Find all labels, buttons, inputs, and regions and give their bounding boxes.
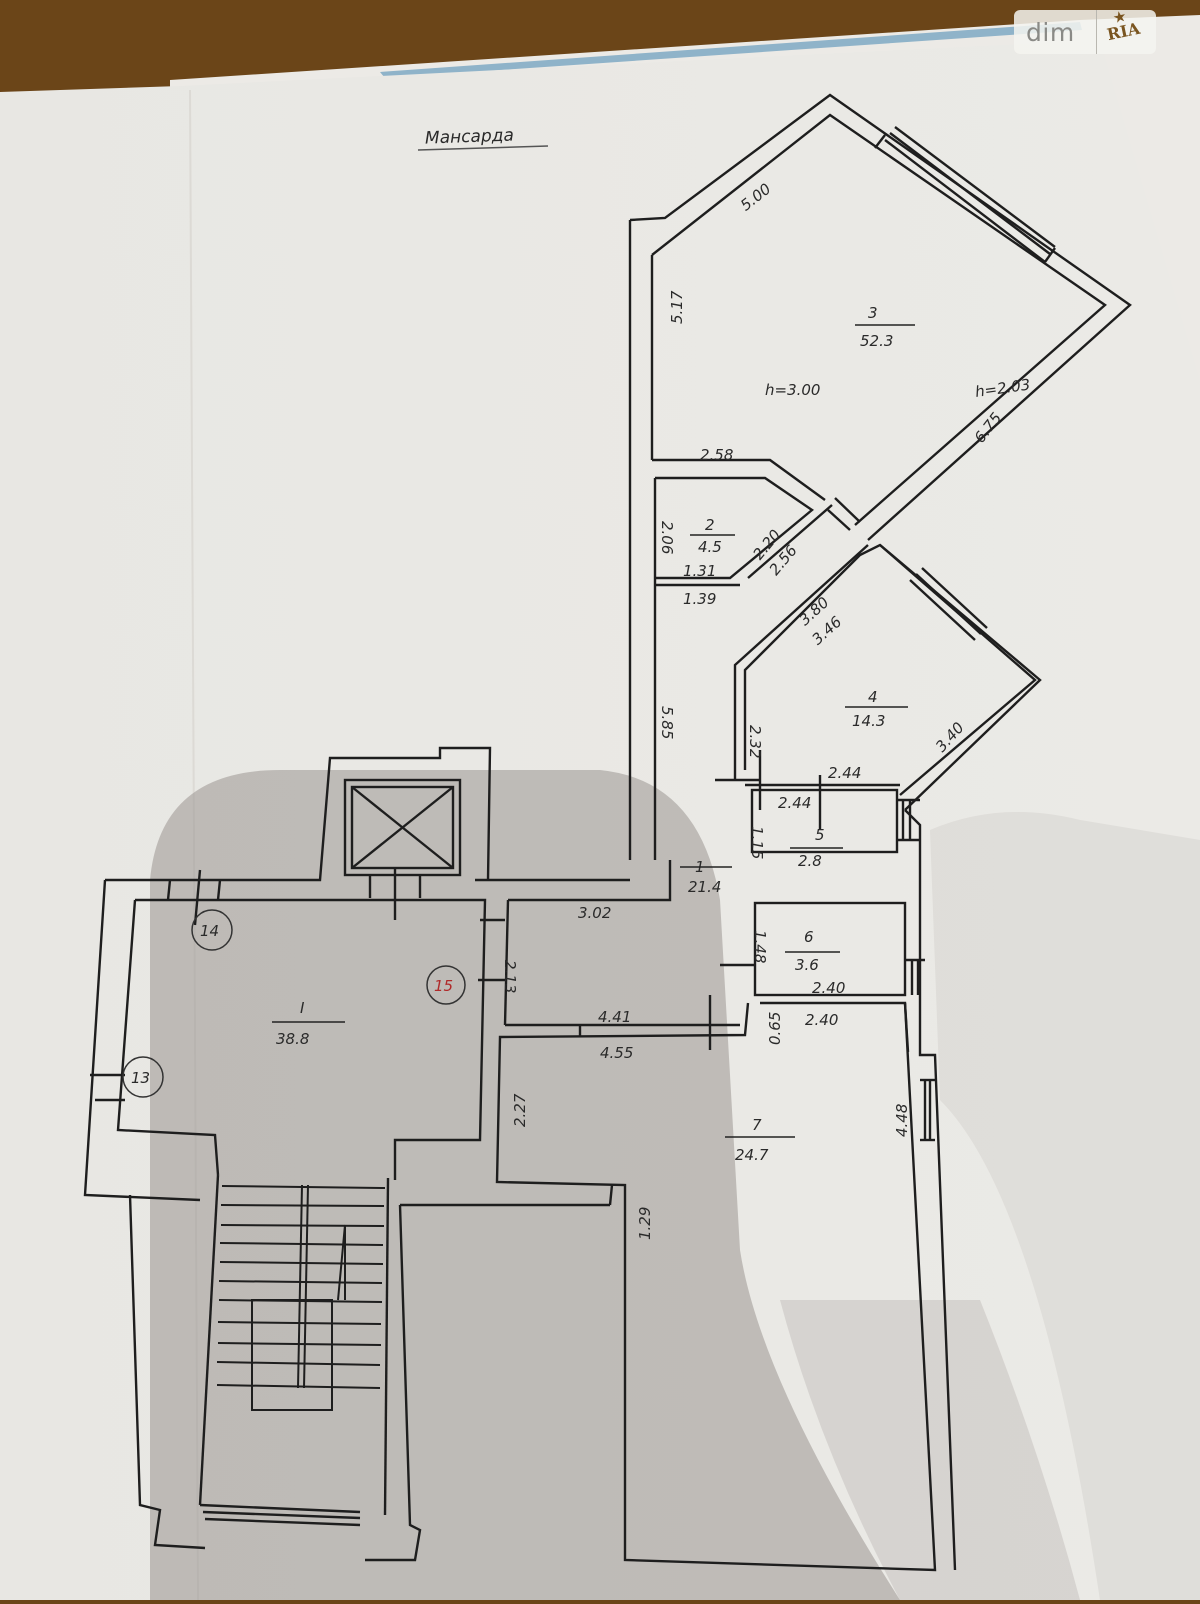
svg-text:4.55: 4.55 bbox=[600, 1044, 633, 1062]
star-icon: ★ bbox=[1112, 8, 1128, 26]
svg-text:2.06: 2.06 bbox=[658, 521, 676, 554]
watermark-divider bbox=[1096, 10, 1097, 54]
svg-text:1.15: 1.15 bbox=[748, 826, 766, 859]
room-5-label: 52.8 bbox=[790, 826, 843, 870]
svg-text:I: I bbox=[300, 999, 305, 1017]
svg-text:13: 13 bbox=[131, 1069, 150, 1087]
svg-text:5: 5 bbox=[815, 826, 825, 844]
marker-13: 13 bbox=[122, 1056, 164, 1098]
room-3-label: 352.3 bbox=[855, 304, 915, 350]
svg-text:2.27: 2.27 bbox=[511, 1093, 529, 1127]
walls bbox=[83, 93, 1132, 1572]
marker-14: 14 bbox=[191, 909, 233, 951]
room-3-height-a: h=3.00 bbox=[765, 381, 820, 399]
svg-text:2.32: 2.32 bbox=[746, 725, 764, 758]
room-I-label: I 38.8 bbox=[272, 999, 345, 1048]
svg-text:14.3: 14.3 bbox=[852, 712, 885, 730]
svg-text:1.31: 1.31 bbox=[683, 562, 716, 580]
plan-title: Мансарда bbox=[425, 125, 515, 148]
room-1-label: 121.4 bbox=[680, 858, 732, 896]
svg-text:4.5: 4.5 bbox=[698, 538, 722, 556]
svg-text:5.85: 5.85 bbox=[658, 706, 676, 739]
svg-text:3: 3 bbox=[868, 304, 878, 322]
hand-shadow bbox=[150, 770, 1200, 1600]
svg-text:3.02: 3.02 bbox=[578, 904, 611, 922]
svg-text:5.17: 5.17 bbox=[668, 290, 686, 324]
svg-text:15: 15 bbox=[434, 977, 453, 995]
room-7-label: 724.7 bbox=[725, 1116, 795, 1164]
svg-text:2.44: 2.44 bbox=[778, 794, 811, 812]
svg-text:52.3: 52.3 bbox=[860, 332, 893, 350]
svg-text:24.7: 24.7 bbox=[735, 1146, 769, 1164]
svg-text:4: 4 bbox=[868, 688, 878, 706]
room-4-label: 414.3 bbox=[845, 688, 908, 730]
svg-text:4.41: 4.41 bbox=[598, 1008, 631, 1026]
room-2-label: 24.5 bbox=[690, 516, 735, 556]
stairs bbox=[216, 1184, 386, 1411]
svg-text:38.8: 38.8 bbox=[276, 1030, 309, 1048]
blue-stripe bbox=[380, 22, 1082, 78]
svg-text:2.40: 2.40 bbox=[812, 979, 845, 997]
svg-text:21.4: 21.4 bbox=[688, 878, 721, 896]
marker-15: 15 bbox=[426, 965, 466, 1005]
svg-text:1.48: 1.48 bbox=[751, 930, 769, 963]
svg-text:2: 2 bbox=[705, 516, 715, 534]
room-labels: 352.3 h=3.00 h=2.03 24.5 414.3 52.8 63.6… bbox=[272, 304, 1031, 1164]
svg-text:6: 6 bbox=[804, 928, 814, 946]
svg-text:2.40: 2.40 bbox=[805, 1011, 838, 1029]
svg-text:1.39: 1.39 bbox=[683, 590, 716, 608]
svg-text:2.8: 2.8 bbox=[798, 852, 822, 870]
svg-text:2.58: 2.58 bbox=[700, 446, 733, 464]
svg-text:7: 7 bbox=[752, 1116, 762, 1134]
svg-text:1.29: 1.29 bbox=[636, 1207, 654, 1240]
svg-text:0.65: 0.65 bbox=[766, 1012, 784, 1045]
svg-text:2.44: 2.44 bbox=[828, 764, 861, 782]
dimria-watermark: dim ★ RIA bbox=[1014, 9, 1156, 54]
svg-text:14: 14 bbox=[200, 922, 219, 940]
room-6-label: 63.6 bbox=[785, 928, 840, 974]
svg-text:2.13: 2.13 bbox=[501, 960, 519, 993]
watermark-dim-text: dim bbox=[1026, 17, 1075, 47]
watermark-ria-logo: ★ RIA bbox=[1095, 9, 1141, 46]
svg-text:3.6: 3.6 bbox=[795, 956, 819, 974]
svg-text:4.48: 4.48 bbox=[893, 1104, 911, 1137]
